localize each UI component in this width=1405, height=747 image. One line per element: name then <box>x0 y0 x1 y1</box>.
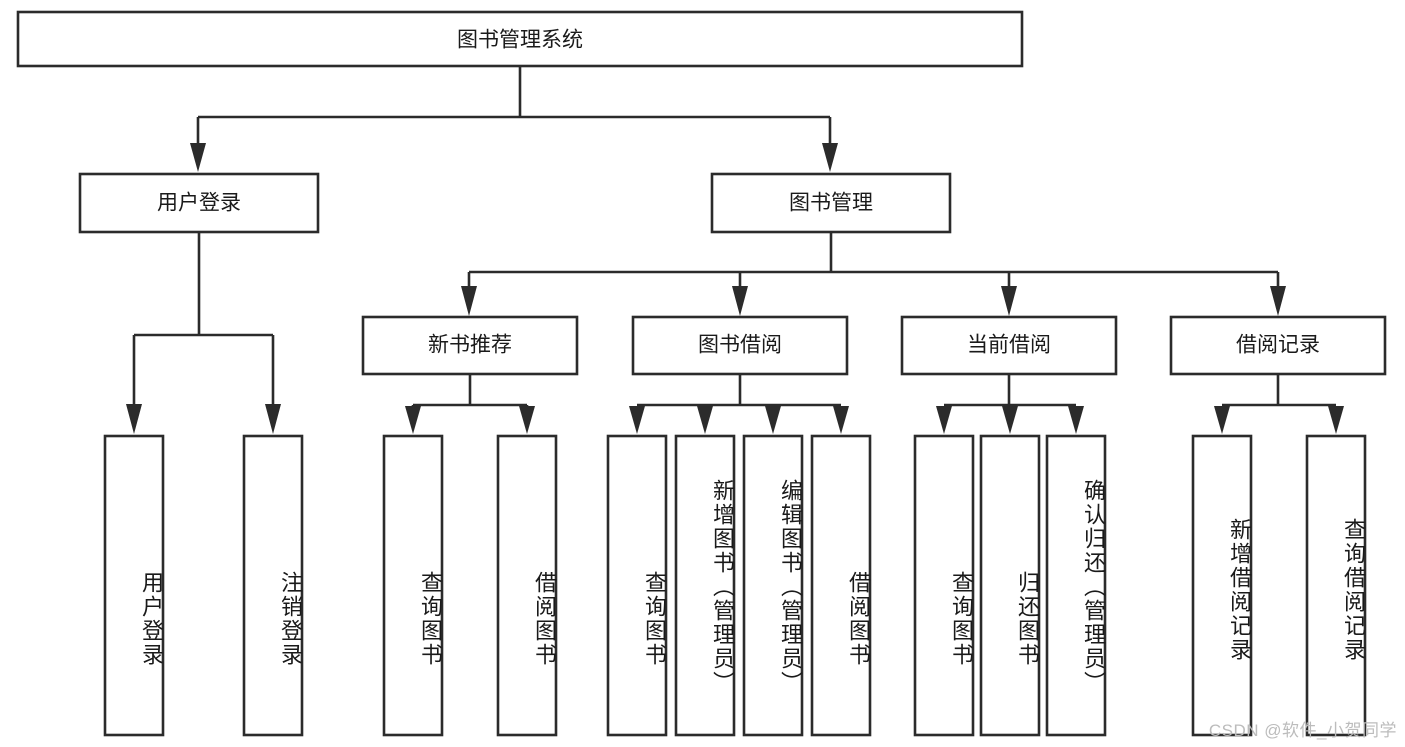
node-borrow-record[interactable]: 借阅记录 <box>1169 315 1387 376</box>
node-book-manage-label: 图书管理 <box>789 192 873 215</box>
arrow-to-leaf-br-2 <box>1328 406 1344 434</box>
node-book-borrow[interactable]: 图书借阅 <box>631 315 849 376</box>
arrow-to-leaf-cb-3 <box>1068 406 1084 434</box>
node-book-manage[interactable]: 图书管理 <box>710 172 952 234</box>
arrow-to-book-borrow <box>732 286 748 316</box>
node-root-box[interactable] <box>16 10 1024 68</box>
arrow-to-leaf-cb-1 <box>936 406 952 434</box>
arrow-to-leaf-logout <box>265 404 281 434</box>
node-book-borrow-box[interactable] <box>631 315 849 376</box>
node-current-borrow-box[interactable] <box>900 315 1118 376</box>
leaf-box-bb-3[interactable] <box>742 434 804 737</box>
arrow-to-leaf-nbr-1 <box>405 406 421 434</box>
arrow-to-book-manage <box>822 143 838 172</box>
node-root-label: 图书管理系统 <box>457 29 583 52</box>
leaf-box-bb-1[interactable] <box>606 434 668 737</box>
arrow-to-leaf-bb-1 <box>629 406 645 434</box>
node-new-book-recommend-label: 新书推荐 <box>428 334 512 357</box>
node-borrow-record-label: 借阅记录 <box>1236 334 1320 357</box>
node-book-borrow-label: 图书借阅 <box>698 334 782 357</box>
arrow-to-borrow-record <box>1270 286 1286 316</box>
arrow-to-leaf-bb-2 <box>697 406 713 434</box>
node-user-login[interactable]: 用户登录 <box>78 172 320 234</box>
csdn-watermark: CSDN @软件_小贺同学 <box>1208 721 1397 740</box>
arrow-to-leaf-br-1 <box>1214 406 1230 434</box>
leaf-box-user-login-1[interactable] <box>103 434 165 737</box>
leaf-box-nbr-1[interactable] <box>382 434 444 737</box>
node-new-book-recommend-box[interactable] <box>361 315 579 376</box>
arrow-to-leaf-user-login <box>126 404 142 434</box>
leaf-box-nbr-2[interactable] <box>496 434 558 737</box>
arrow-to-leaf-nbr-2 <box>519 406 535 434</box>
arrow-to-leaf-cb-2 <box>1002 406 1018 434</box>
node-current-borrow-label: 当前借阅 <box>967 334 1051 357</box>
leaf-box-user-login-2[interactable] <box>242 434 304 737</box>
node-book-manage-box[interactable] <box>710 172 952 234</box>
leaf-box-br-2[interactable] <box>1305 434 1367 737</box>
node-current-borrow[interactable]: 当前借阅 <box>900 315 1118 376</box>
arrow-to-current-borrow <box>1001 286 1017 316</box>
node-new-book-recommend[interactable]: 新书推荐 <box>361 315 579 376</box>
node-root[interactable]: 图书管理系统 <box>16 10 1024 68</box>
leaf-box-cb-1[interactable] <box>913 434 975 737</box>
arrow-to-new-book-recommend <box>461 286 477 316</box>
leaf-box-bb-4[interactable] <box>810 434 872 737</box>
node-borrow-record-box[interactable] <box>1169 315 1387 376</box>
arrow-to-leaf-bb-4 <box>833 406 849 434</box>
leaf-box-cb-2[interactable] <box>979 434 1041 737</box>
leaf-box-br-1[interactable] <box>1191 434 1253 737</box>
arrow-to-leaf-bb-3 <box>765 406 781 434</box>
arrow-to-user-login <box>190 143 206 172</box>
node-user-login-label: 用户登录 <box>157 192 241 215</box>
leaf-box-bb-2[interactable] <box>674 434 736 737</box>
leaf-box-cb-3[interactable] <box>1045 434 1107 737</box>
